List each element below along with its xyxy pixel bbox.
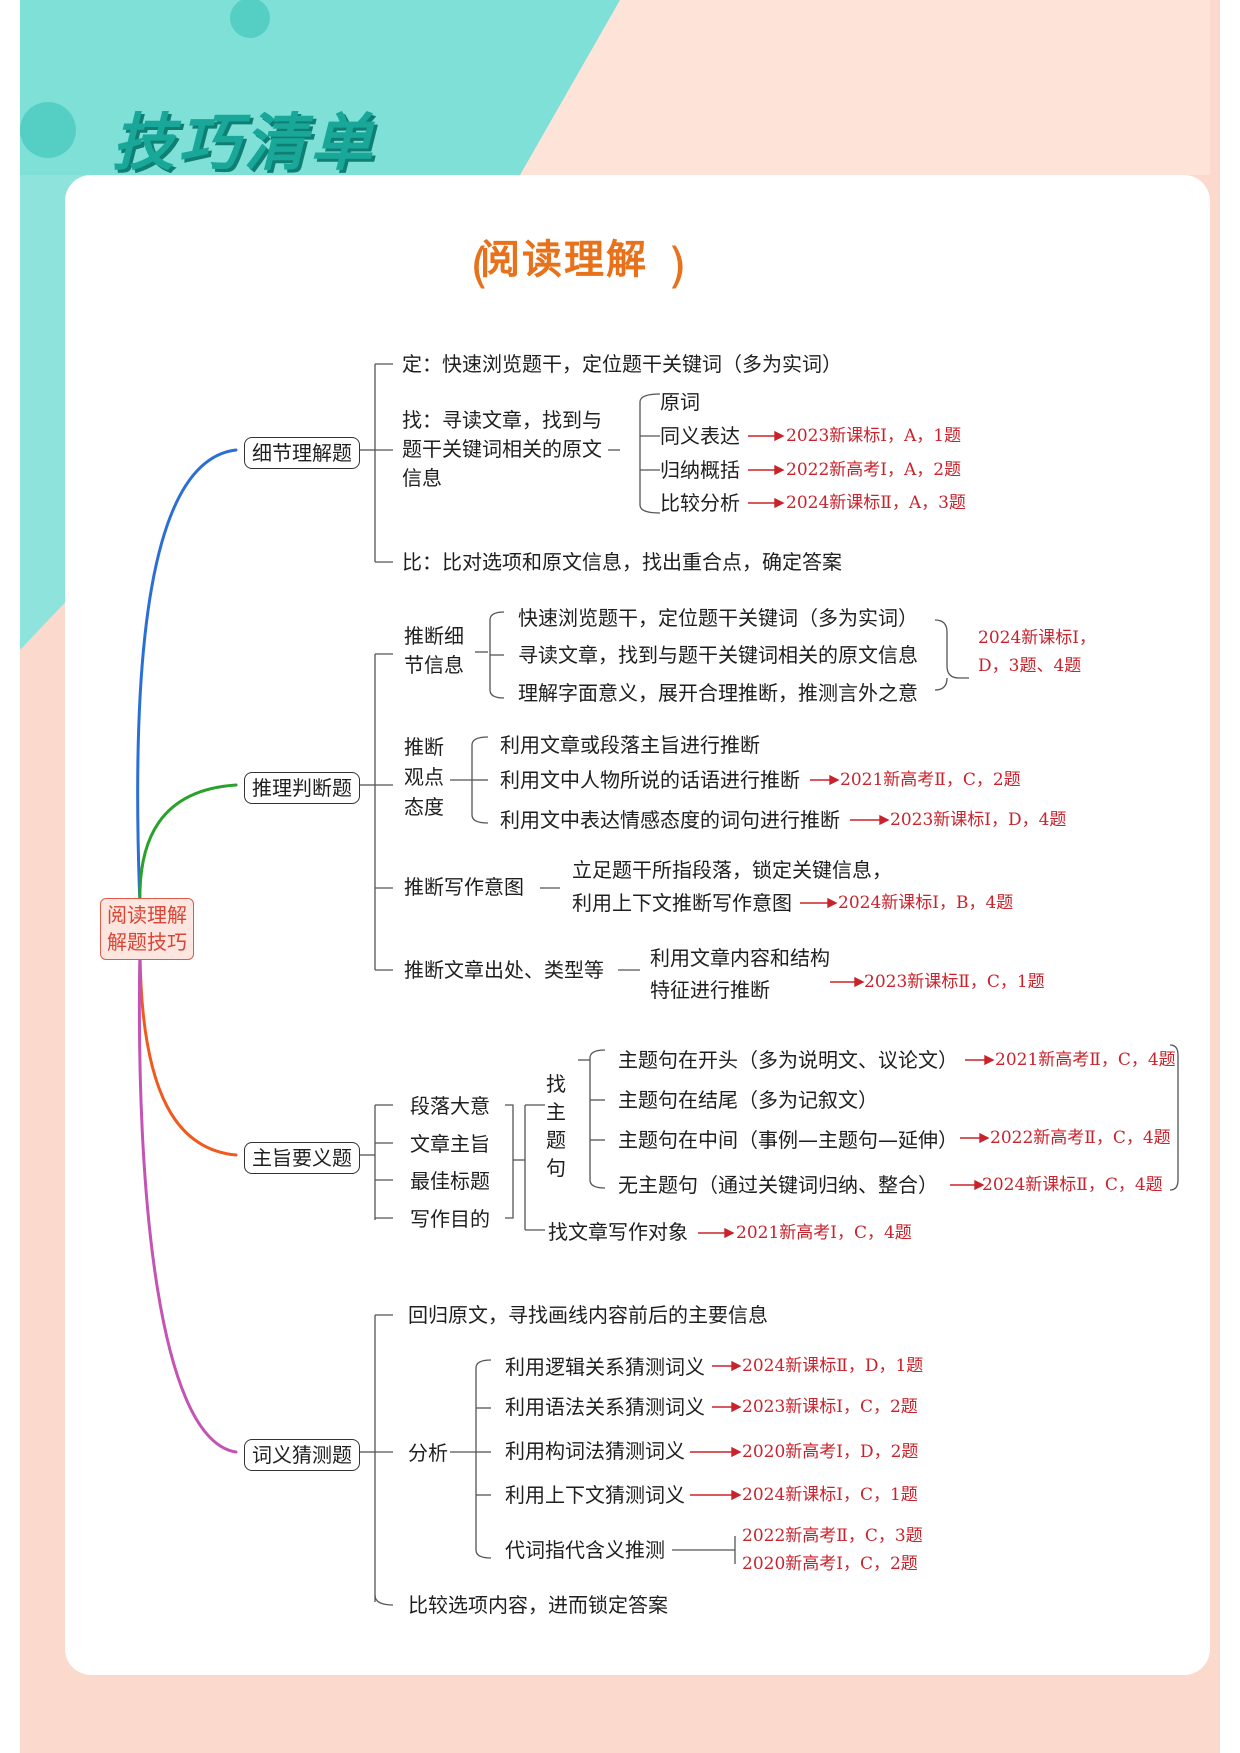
b4-item-1: 利用逻辑关系猜测词义 <box>505 1355 705 1379</box>
b1-ding: 定：快速浏览题干，定位题干关键词（多为实词） <box>402 352 842 376</box>
b3-zhao-1: 找 <box>546 1072 566 1096</box>
b1-sub-yuanci: 原词 <box>660 390 700 414</box>
b4-bottom: 比较选项内容，进而锁定答案 <box>408 1593 668 1617</box>
b1-ref-3: 2024新课标Ⅱ，A，3题 <box>786 493 966 513</box>
b2-s1-item-3: 理解字面意义，展开合理推断，推测言外之意 <box>518 681 918 705</box>
b2-s3-line-1: 立足题干所指段落，锁定关键信息， <box>572 858 892 882</box>
b1-bi: 比：比对选项和原文信息，找出重合点，确定答案 <box>402 550 842 574</box>
b4-ref-5: 2022新高考Ⅱ，C，3题 <box>742 1526 923 1546</box>
b3-zhao-3: 题 <box>546 1128 566 1152</box>
b2-s4-ref: 2023新课标Ⅱ，C，1题 <box>864 972 1045 992</box>
b2-s1-line-2: 节信息 <box>404 653 464 677</box>
b2-s3-label: 推断写作意图 <box>404 875 524 899</box>
b1-zhao-line-3: 信息 <box>402 466 442 490</box>
b2-s2-item-1: 利用文章或段落主旨进行推断 <box>500 733 760 757</box>
b2-s1-label: 推断细 节信息 <box>404 622 464 680</box>
b3-type-2: 文章主旨 <box>410 1132 490 1156</box>
b2-s2-ref-1: 2021新高考Ⅱ，C，2题 <box>840 770 1021 790</box>
svg-text:(: ( <box>470 238 489 294</box>
svg-text:): ) <box>668 238 687 294</box>
b1-ref-1: 2023新课标Ⅰ，A，1题 <box>786 426 962 446</box>
b4-item-5: 代词指代含义推测 <box>505 1538 665 1562</box>
b3-ref-1: 2021新高考Ⅱ，C，4题 <box>995 1050 1176 1070</box>
root-line-1: 阅读理解 <box>107 903 187 927</box>
b2-s2-line-2: 观点 <box>404 765 444 789</box>
branch-inference-label: 推理判断题 <box>244 772 360 804</box>
b2-s2-line-3: 态度 <box>404 795 444 819</box>
b1-sub-tongyi: 同义表达 <box>660 424 740 448</box>
b4-ref-4: 2024新课标Ⅰ，C，1题 <box>742 1485 918 1505</box>
b4-ref-1: 2024新课标Ⅱ，D，1题 <box>742 1356 924 1376</box>
b2-s1-ref-2: D，3题、4题 <box>978 656 1082 676</box>
b3-ref-3: 2024新课标Ⅱ，C，4题 <box>982 1175 1163 1195</box>
branch-mainidea-label: 主旨要义题 <box>244 1142 360 1174</box>
b2-s4-label: 推断文章出处、类型等 <box>404 958 604 982</box>
b1-sub-bijiao: 比较分析 <box>660 491 740 515</box>
b3-type-3: 最佳标题 <box>410 1169 490 1193</box>
b3-item-1: 主题句在开头（多为说明文、议论文） <box>618 1048 958 1072</box>
b4-ref-3: 2020新高考Ⅰ，D，2题 <box>742 1442 919 1462</box>
b3-zhao-vertical: 找 主 题 句 <box>545 1070 567 1182</box>
b3-zhao-2: 主 <box>546 1100 566 1124</box>
b2-s1-line-1: 推断细 <box>404 624 464 648</box>
b2-s4-line-1: 利用文章内容和结构 <box>650 946 830 970</box>
b2-s2-label: 推断 观点 态度 <box>404 732 444 822</box>
page-title: 阅读理解 <box>480 237 648 283</box>
b1-sub-guina: 归纳概括 <box>660 458 740 482</box>
b2-s1-ref-1: 2024新课标Ⅰ， <box>978 628 1096 648</box>
b3-type-4: 写作目的 <box>410 1207 490 1231</box>
b1-zhao-line-2: 题干关键词相关的原文 <box>402 437 602 461</box>
branch-vocab-label: 词义猜测题 <box>244 1439 360 1471</box>
banner-title: 技巧清单 <box>112 106 377 179</box>
b3-duixiang: 找文章写作对象 <box>548 1220 688 1244</box>
b2-s3-line-2: 利用上下文推断写作意图 <box>572 891 792 915</box>
b4-ref-2: 2023新课标Ⅰ，C，2题 <box>742 1397 918 1417</box>
b3-item-4: 无主题句（通过关键词归纳、整合） <box>618 1173 938 1197</box>
b4-item-3: 利用构词法猜测词义 <box>505 1439 685 1463</box>
b4-item-4: 利用上下文猜测词义 <box>505 1483 685 1507</box>
b4-fenxi: 分析 <box>408 1441 448 1465</box>
root-line-2: 解题技巧 <box>107 930 187 954</box>
b3-ref-2: 2022新高考Ⅱ，C，4题 <box>990 1128 1171 1148</box>
root-node: 阅读理解 解题技巧 <box>100 898 194 960</box>
branch-detail-label: 细节理解题 <box>244 437 360 469</box>
b2-s2-line-1: 推断 <box>404 735 444 759</box>
b4-item-2: 利用语法关系猜测词义 <box>505 1395 705 1419</box>
b4-top: 回归原文，寻找画线内容前后的主要信息 <box>408 1303 768 1327</box>
b3-item-3: 主题句在中间（事例—主题句—延伸） <box>618 1128 958 1152</box>
b2-s1-item-2: 寻读文章，找到与题干关键词相关的原文信息 <box>518 643 918 667</box>
b2-s2-ref-2: 2023新课标Ⅰ，D，4题 <box>890 810 1067 830</box>
b3-zhao-4: 句 <box>546 1156 566 1180</box>
b3-duixiang-ref: 2021新高考Ⅰ，C，4题 <box>736 1223 912 1243</box>
b1-ref-2: 2022新高考Ⅰ，A，2题 <box>786 460 962 480</box>
b4-ref-6: 2020新高考Ⅰ，C，2题 <box>742 1554 918 1574</box>
b2-s2-item-2: 利用文中人物所说的话语进行推断 <box>500 768 800 792</box>
b2-s2-item-3: 利用文中表达情感态度的词句进行推断 <box>500 808 840 832</box>
b2-s3-ref: 2024新课标Ⅰ，B，4题 <box>838 893 1014 913</box>
b1-zhao-line-1: 找：寻读文章，找到与 <box>402 408 602 432</box>
b3-item-2: 主题句在结尾（多为记叙文） <box>618 1088 878 1112</box>
b2-s4-line-2: 特征进行推断 <box>650 978 770 1002</box>
b1-zhao: 找：寻读文章，找到与 题干关键词相关的原文 信息 <box>402 406 602 493</box>
b3-type-1: 段落大意 <box>410 1094 490 1118</box>
b2-s1-item-1: 快速浏览题干，定位题干关键词（多为实词） <box>518 606 918 630</box>
